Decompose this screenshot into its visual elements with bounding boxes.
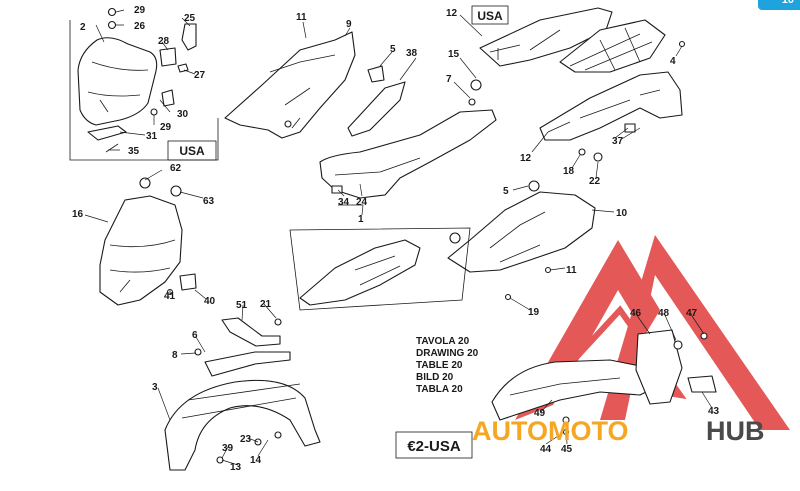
page-number-tab: 10: [758, 0, 800, 10]
callout-43: 43: [708, 406, 720, 417]
watermark-text-left: AUTOMOTO: [472, 416, 629, 446]
callout-39: 39: [222, 443, 234, 454]
callout-3: 3: [152, 382, 158, 393]
bracket-6: [204, 351, 291, 377]
callout-49: 49: [534, 408, 546, 419]
leader-lines: [84, 9, 713, 466]
ref-table: TABLE 20: [416, 360, 463, 371]
callout-37: 37: [612, 136, 624, 147]
callout-14: 14: [250, 455, 262, 466]
callout-8: 8: [172, 350, 178, 361]
tail-cover: [539, 71, 683, 141]
callout-41: 41: [164, 291, 176, 302]
callout-12: 12: [446, 8, 458, 19]
ref-tavola: TAVOLA 20: [416, 336, 470, 347]
callout-48: 48: [658, 308, 670, 319]
ref-drawing: DRAWING 20: [416, 348, 479, 359]
seat: [319, 109, 497, 199]
callout-11b: 11: [566, 265, 577, 276]
callout-7: 7: [446, 74, 452, 85]
callout-29b: 29: [160, 122, 172, 133]
callout-62: 62: [170, 163, 182, 174]
callout-51: 51: [236, 300, 248, 311]
bracket-51: [221, 317, 281, 347]
callout-35: 35: [128, 146, 140, 157]
callout-16: 16: [72, 209, 84, 220]
front-fender: [164, 379, 321, 471]
callout-45: 45: [561, 444, 573, 455]
callout-15: 15: [448, 49, 460, 60]
page-number: 10: [781, 0, 794, 6]
callout-63: 63: [203, 196, 215, 207]
inset-usa-fairing: USA: [69, 7, 219, 161]
usa-box-label-2: USA: [477, 9, 503, 23]
callout-13: 13: [230, 462, 242, 473]
callout-6: 6: [192, 330, 198, 341]
callout-47: 47: [686, 308, 698, 319]
callout-2: 2: [80, 22, 86, 33]
rear-fender: [491, 359, 661, 421]
callout-21: 21: [260, 299, 272, 310]
callout-27: 27: [194, 70, 206, 81]
watermark-triangle-right: [600, 235, 790, 430]
callout-12b: 12: [520, 153, 532, 164]
callout-34: 34: [338, 197, 350, 208]
callout-24: 24: [356, 197, 368, 208]
callout-4: 4: [670, 56, 676, 67]
plate-holder: [635, 329, 683, 405]
callout-9: 9: [346, 19, 352, 30]
callout-19: 19: [528, 307, 540, 318]
market-label-box: [395, 431, 473, 459]
callout-26: 26: [134, 21, 146, 32]
callout-46: 46: [630, 308, 642, 319]
callout-1: 1: [358, 214, 364, 225]
callout-29: 29: [134, 5, 146, 16]
callout-30: 30: [177, 109, 189, 120]
callout-18: 18: [563, 166, 575, 177]
usa-box-label-1: USA: [179, 144, 205, 158]
callout-25: 25: [184, 13, 196, 24]
front-fairing: [99, 195, 183, 306]
side-panel-9: [224, 31, 356, 139]
drawing-reference-text: TAVOLA 20 DRAWING 20 TABLE 20 BILD 20 TA…: [416, 336, 479, 395]
callout-40: 40: [204, 296, 216, 307]
watermark-text: AUTOMOTO HUB: [472, 416, 765, 446]
ref-tabla: TABLA 20: [416, 384, 463, 395]
callout-10: 10: [616, 208, 628, 219]
callout-5b: 5: [503, 186, 509, 197]
callout-numbers: 29 26 25 2 28 27 30 29 31 35 11 9 5 38 1…: [72, 5, 720, 473]
side-panel-10: [447, 191, 596, 273]
callout-5: 5: [390, 44, 396, 55]
callout-23: 23: [240, 434, 252, 445]
callout-11: 11: [296, 12, 307, 23]
callout-22: 22: [589, 176, 601, 187]
decal-38: [347, 81, 406, 137]
fairing-usa: [77, 37, 158, 126]
ref-bild: BILD 20: [416, 372, 454, 383]
market-label: €2-USA: [407, 438, 461, 455]
watermark-text-right: HUB: [706, 416, 765, 446]
drawing-reference-group: [289, 227, 471, 311]
callout-38: 38: [406, 48, 418, 59]
callout-31: 31: [146, 131, 158, 142]
callout-28: 28: [158, 36, 170, 47]
callout-44: 44: [540, 444, 552, 455]
